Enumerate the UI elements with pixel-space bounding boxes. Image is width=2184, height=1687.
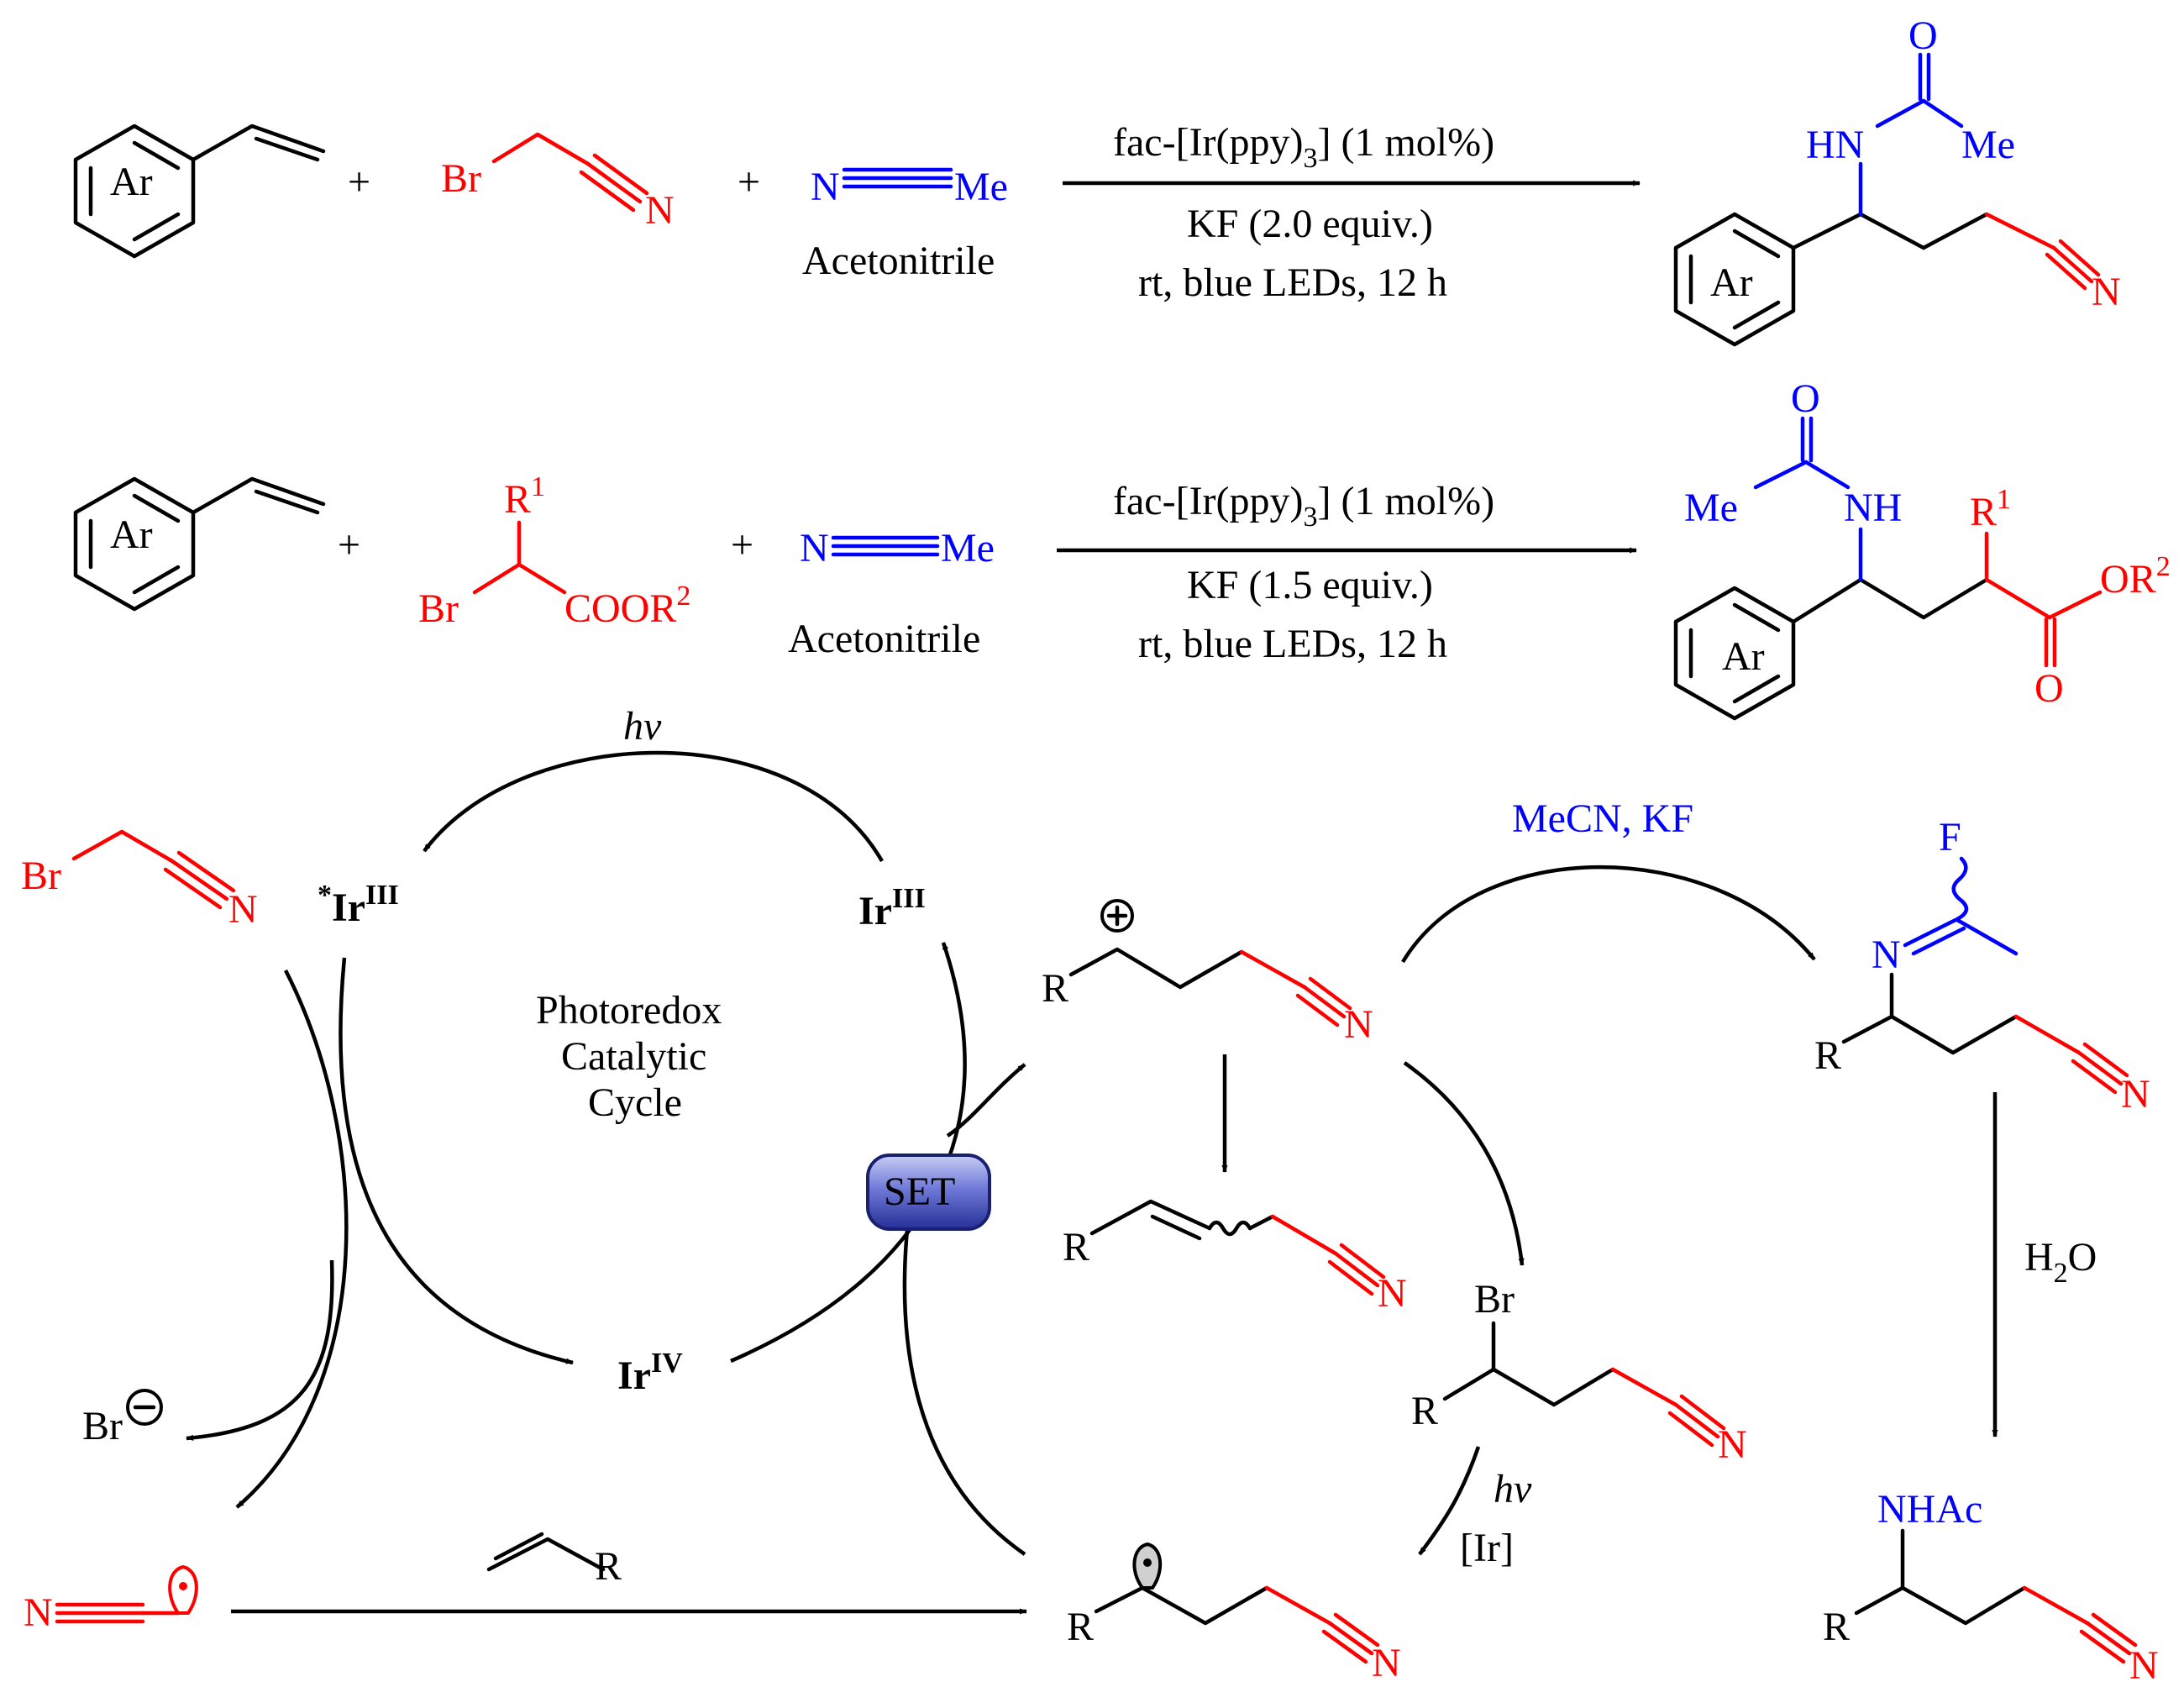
light-condition: rt, blue LEDs, 12 h [1138, 260, 1447, 305]
styrene-2: Ar [73, 476, 326, 612]
n-label: N [24, 1590, 53, 1635]
me-label: Me [1684, 486, 1738, 530]
ir-catalyst-label: [Ir] [1460, 1526, 1514, 1570]
base-condition: KF (1.5 equiv.) [1187, 563, 1433, 607]
r-label: R [1067, 1605, 1094, 1649]
me-label: Me [1961, 123, 2015, 167]
hv-label: hv [623, 704, 662, 749]
iridium-iii-label: IrIII [858, 883, 926, 933]
bromide-anion: Br [82, 1389, 163, 1448]
br-label: Br [418, 586, 459, 631]
excited-iridium-label: *IrIII [318, 880, 399, 930]
r1-label: R1 [504, 471, 545, 522]
br-label: Br [82, 1404, 123, 1448]
catalyst-condition: fac-[Ir(ppy)3] (1 mol%) [1113, 120, 1494, 174]
mecn-me-label: Me [941, 526, 995, 570]
br-label: Br [21, 854, 61, 898]
n-label: N [645, 188, 675, 233]
mecn-n-label: N [800, 526, 829, 570]
set-label: SET [884, 1169, 955, 1214]
catalyst-condition: fac-[Ir(ppy)3] (1 mol%) [1113, 479, 1494, 533]
hv-label: hv [1494, 1467, 1532, 1511]
o-label: O [2034, 666, 2064, 711]
alkene-reagent: R [486, 1532, 622, 1589]
n-label: N [2121, 1072, 2150, 1117]
r-label: R [1823, 1605, 1850, 1649]
o-label: O [1908, 13, 1938, 58]
mecn-kf-label: MeCN, KF [1512, 796, 1693, 841]
n-label: N [1344, 1002, 1373, 1047]
cycle-label-line3: Cycle [588, 1080, 682, 1125]
bromo-ester: R1 Br COOR2 [418, 471, 690, 631]
n-label: N [228, 887, 258, 932]
n-label: N [1872, 933, 1901, 977]
n-label: N [1718, 1422, 1747, 1467]
plus-sign: + [338, 523, 360, 567]
n-label: N [1378, 1271, 1407, 1316]
mecn-me-label: Me [954, 165, 1008, 209]
light-condition: rt, blue LEDs, 12 h [1138, 622, 1447, 666]
reaction-2: Ar + R1 Br COOR2 + N Me Acetonitrile fac… [73, 376, 2171, 721]
coor-label: COOR2 [564, 581, 690, 631]
r-label: R [1063, 1225, 1089, 1269]
plus-sign: + [738, 160, 760, 204]
br-label: Br [1474, 1277, 1515, 1322]
ar-label: Ar [110, 512, 153, 557]
h2o-label: H2O [2024, 1235, 2097, 1289]
nh-label: NH [1844, 486, 1902, 530]
plus-sign: + [731, 523, 753, 567]
ar-label: Ar [1722, 634, 1765, 679]
product-2: Ar OR2 O R1 NH O Me [1673, 376, 2171, 721]
n-label: N [2129, 1643, 2159, 1687]
reaction-arrow-1: fac-[Ir(ppy)3] (1 mol%) KF (2.0 equiv.) … [1063, 120, 1641, 305]
f-label: F [1939, 815, 1961, 859]
alkyl-radical: R N [1067, 1542, 1401, 1685]
or2-label: OR2 [2100, 551, 2171, 602]
mecn-n-label: N [811, 165, 840, 209]
cycle-label-line1: Photoredox [536, 988, 722, 1033]
final-product: NHAc R N [1823, 1487, 2159, 1687]
r-label: R [1814, 1033, 1841, 1078]
acetonitrile-1: N Me Acetonitrile [802, 165, 1008, 283]
n-label: N [1372, 1641, 1401, 1685]
carbocation: R N [1042, 899, 1373, 1047]
plus-sign: + [348, 160, 370, 204]
o-label: O [1791, 376, 1820, 421]
ar-label: Ar [110, 160, 153, 204]
br-label: Br [441, 156, 481, 201]
reaction-1: Ar + Br N + N Me Acetonitrile fac-[Ir(pp… [73, 13, 2121, 347]
product-1: Ar N HN O Me [1673, 13, 2121, 347]
r1-label: R1 [1970, 484, 2011, 534]
r-label: R [1411, 1389, 1438, 1433]
bromoacetonitrile-1: Br N [441, 132, 675, 233]
bromoacetonitrile-mech: Br N [21, 829, 258, 932]
r-label: R [1042, 966, 1068, 1011]
set-badge: SET [866, 1154, 991, 1231]
styrene-1: Ar [73, 124, 326, 259]
acetonitrile-label: Acetonitrile [802, 239, 995, 283]
base-condition: KF (2.0 equiv.) [1187, 202, 1433, 246]
hn-label: HN [1806, 123, 1864, 167]
mechanism: hv Br N *IrIII IrIII Photoredox Catalyti… [21, 704, 2159, 1687]
acetonitrile-label: Acetonitrile [788, 617, 980, 661]
reaction-arrow-2: fac-[Ir(ppy)3] (1 mol%) KF (1.5 equiv.) … [1057, 479, 1637, 666]
cycle-label-line2: Catalytic [561, 1034, 706, 1079]
ar-label: Ar [1710, 260, 1753, 305]
bromo-intermediate: Br R N [1411, 1277, 1747, 1467]
r-label: R [595, 1544, 622, 1589]
cyanomethyl-radical: N [24, 1564, 198, 1635]
imidoyl-fluoride-intermediate: F N R N [1814, 815, 2150, 1117]
elimination-product: R N [1063, 1199, 1407, 1316]
acetonitrile-2: N Me Acetonitrile [788, 526, 995, 661]
nhac-label: NHAc [1877, 1487, 1982, 1532]
iridium-iv-label: IrIV [617, 1348, 683, 1398]
n-label: N [2092, 270, 2121, 314]
